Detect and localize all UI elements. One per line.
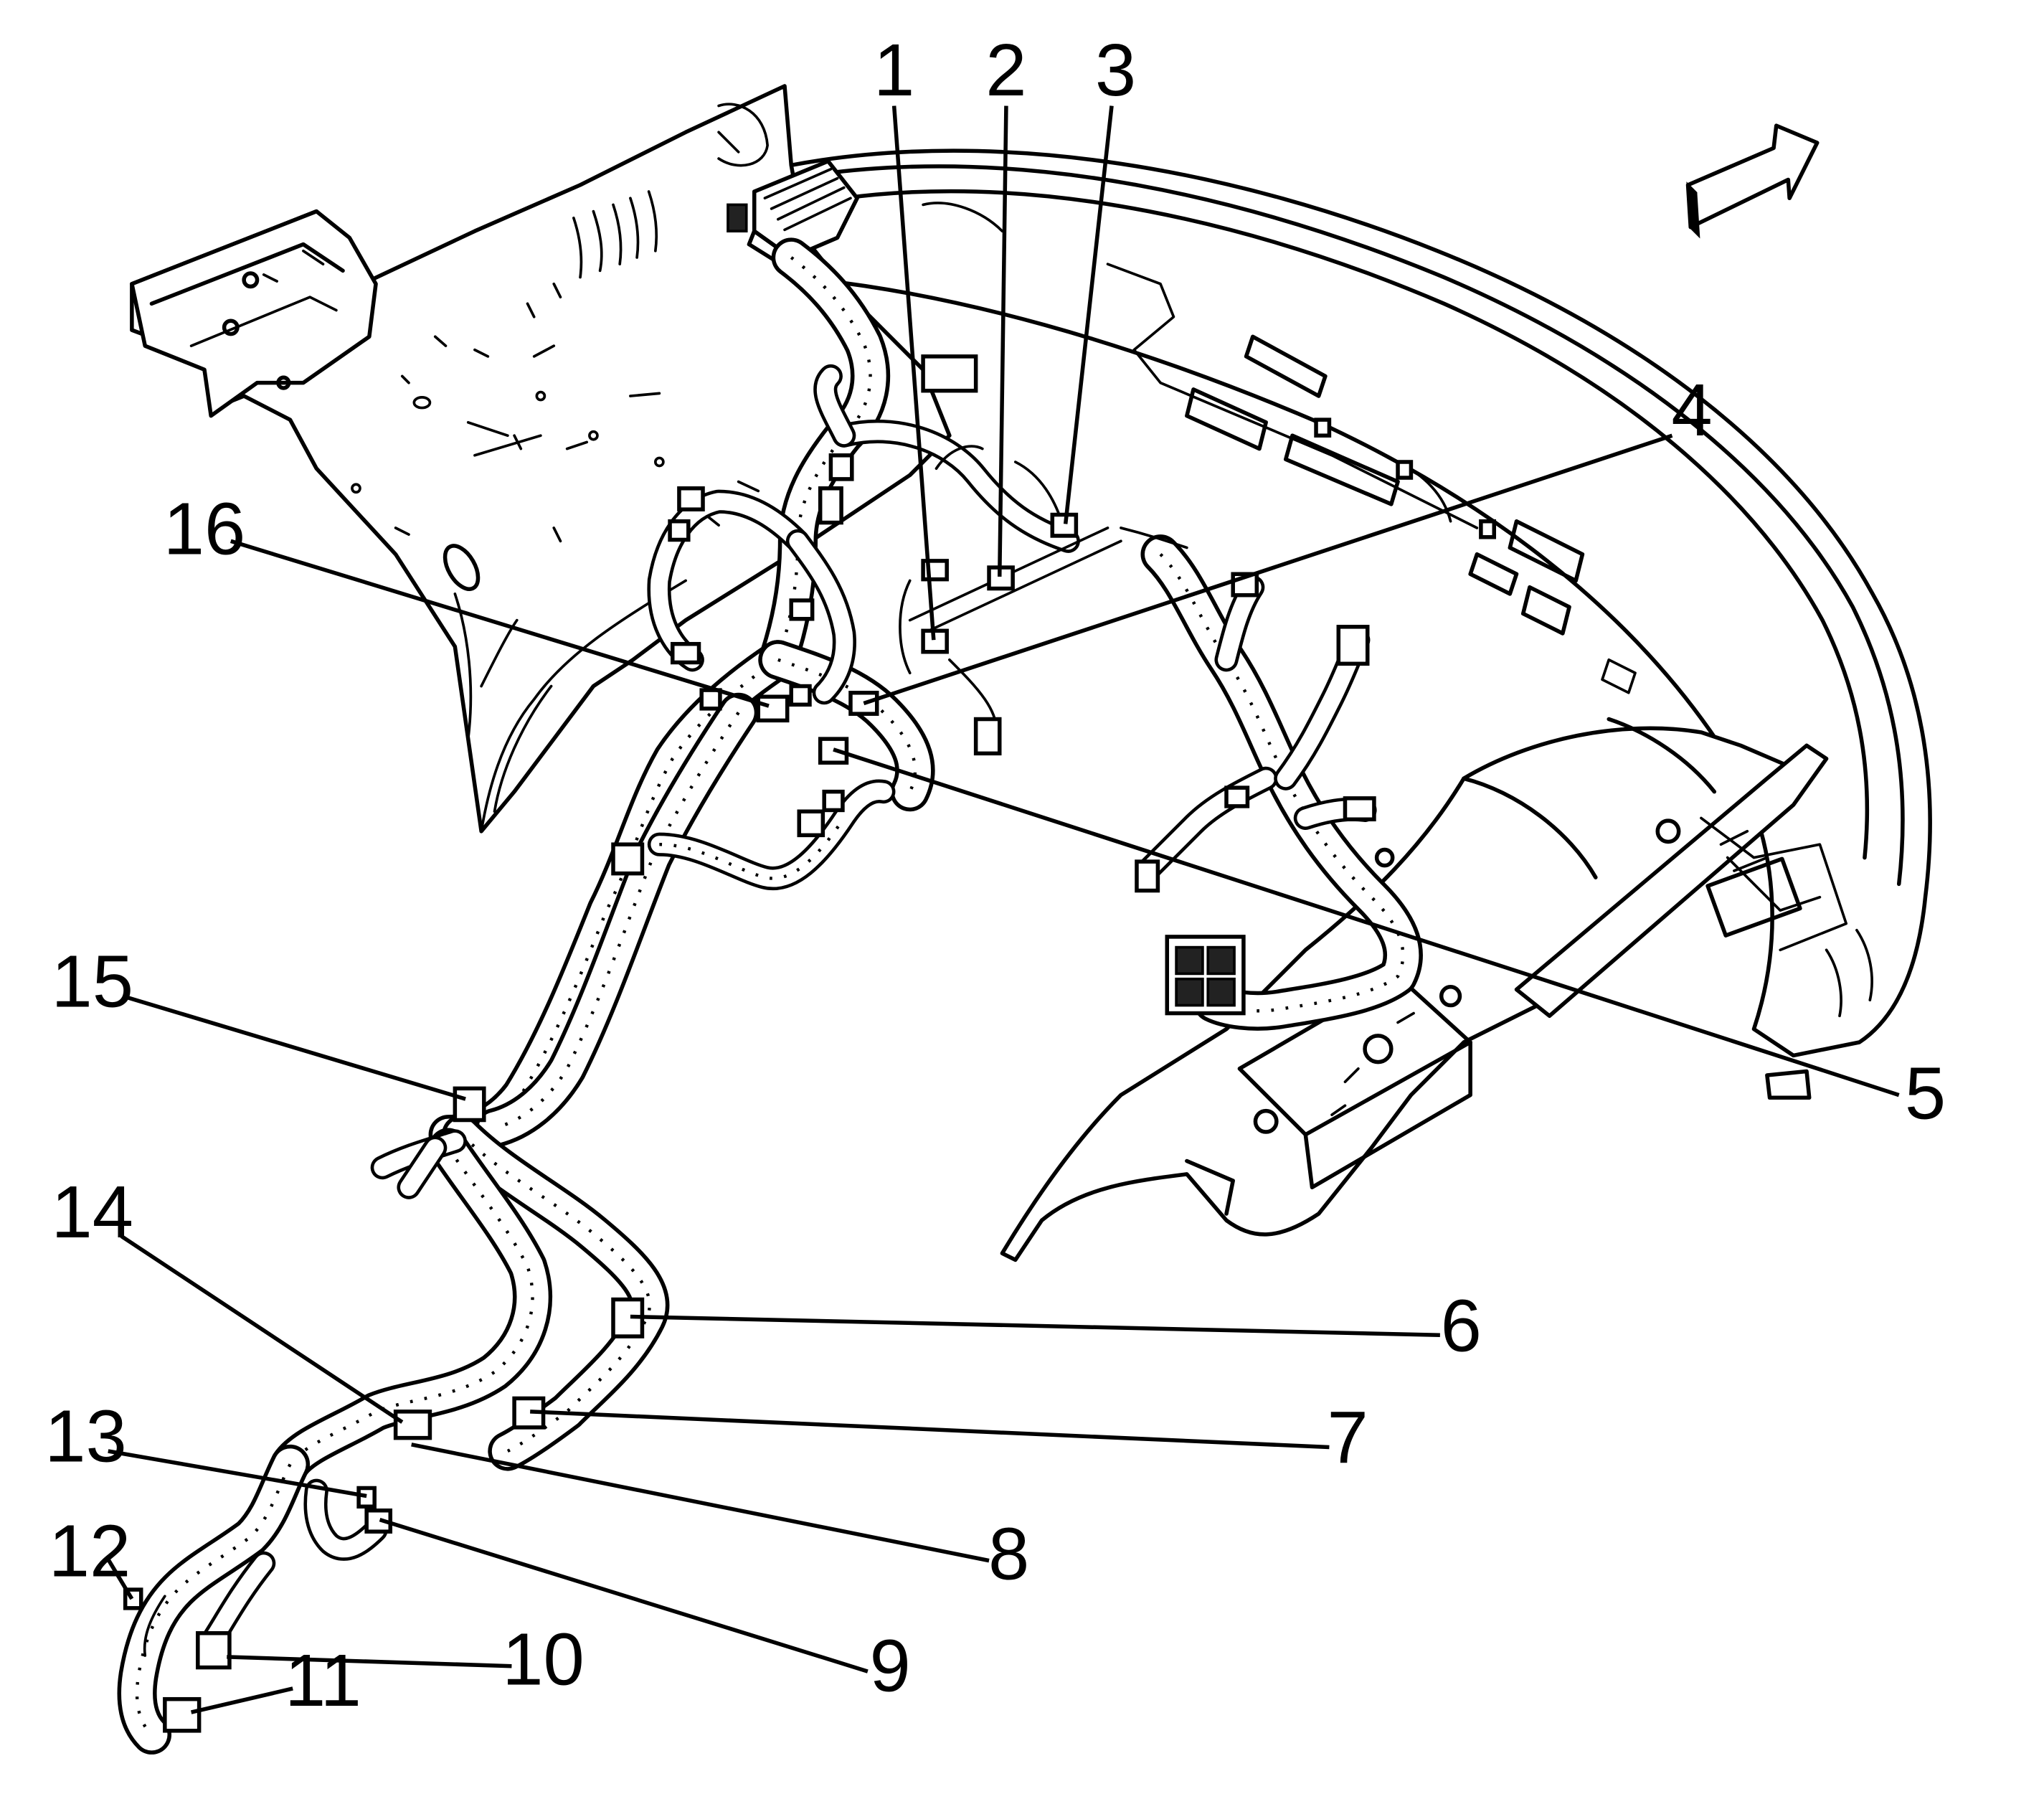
connector-13 [356, 1486, 377, 1509]
callout-8: 8 [988, 1512, 1029, 1595]
connector-11 [163, 1696, 202, 1733]
callout-12: 12 [49, 1510, 131, 1592]
connector-7 [512, 1396, 546, 1430]
callout-9: 9 [869, 1625, 910, 1707]
callout-10: 10 [502, 1618, 585, 1700]
callout-15: 15 [51, 940, 133, 1022]
frame-rail [1000, 717, 1848, 1262]
connector-6 [611, 1297, 645, 1339]
wiring-harness [117, 237, 1423, 1755]
callout-5: 5 [1905, 1052, 1946, 1135]
callout-6: 6 [1441, 1284, 1482, 1366]
connector-1 [921, 628, 949, 654]
connector-16 [756, 694, 790, 723]
callout-3: 3 [1095, 29, 1136, 111]
forward-arrow-icon [1685, 123, 1820, 239]
leader-lines [106, 105, 1900, 1714]
callout-11: 11 [285, 1639, 361, 1722]
callout-labels: 1 2 3 4 5 6 7 8 9 10 11 12 13 14 15 16 [44, 29, 1946, 1722]
callout-7: 7 [1328, 1397, 1368, 1479]
callout-13: 13 [44, 1395, 127, 1478]
callout-2: 2 [985, 29, 1026, 111]
connector-10 [196, 1631, 232, 1670]
callout-14: 14 [51, 1171, 133, 1253]
callout-4: 4 [1671, 369, 1712, 451]
callout-1: 1 [874, 29, 914, 111]
connector-14 [393, 1410, 432, 1440]
bumper-connector [1165, 935, 1246, 1016]
connector-15 [453, 1086, 486, 1123]
callout-16: 16 [164, 488, 246, 570]
floor-panel [130, 84, 952, 834]
